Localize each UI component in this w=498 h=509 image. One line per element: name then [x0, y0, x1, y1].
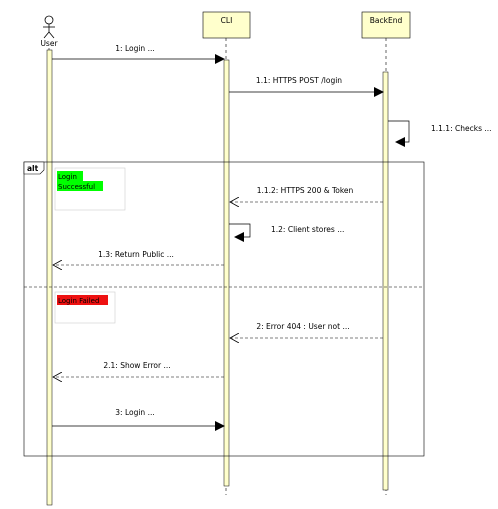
user-actor-icon[interactable]: [43, 15, 55, 39]
message-1-1-2-label: 1.1.2: HTTPS 200 & Token: [257, 186, 354, 195]
message-1-1-1-label: 1.1.1: Checks ...: [431, 124, 492, 133]
message-1-label: 1: Login ...: [115, 44, 154, 53]
note-success-text-2: Successful: [58, 183, 95, 191]
alt-fragment[interactable]: [23, 161, 425, 457]
backend-participant-label: BackEnd: [370, 16, 403, 25]
message-1-2-arrow[interactable]: [229, 223, 251, 242]
message-1-1-label: 1.1: HTTPS POST /login: [256, 76, 342, 85]
message-1-2-label: 1.2: Client stores ...: [271, 225, 344, 234]
note-failed-text: Login Failed: [58, 297, 99, 305]
message-2-label: 2: Error 404 : User not ...: [256, 322, 349, 331]
backend-participant-box[interactable]: [361, 11, 411, 39]
message-1-1-1-arrow[interactable]: [388, 120, 410, 147]
alt-operator-label: alt: [27, 164, 39, 173]
message-2-1-label: 2.1: Show Error ...: [103, 361, 170, 370]
cli-activation-bar[interactable]: [223, 59, 230, 487]
backend-activation-bar[interactable]: [382, 71, 389, 491]
note-failed-highlight: [57, 295, 108, 305]
note-success-highlight-2: [57, 181, 103, 191]
cli-participant-label: CLI: [221, 16, 233, 25]
note-success-highlight-1: [57, 171, 83, 181]
message-3-label: 3: Login ...: [115, 408, 154, 417]
note-success-text-1: Login: [58, 173, 77, 181]
user-actor-label: User: [40, 39, 58, 48]
cli-participant-box[interactable]: [202, 11, 251, 39]
user-activation-bar[interactable]: [46, 49, 53, 506]
alt-fragment-tab: [23, 161, 45, 175]
message-1-3-label: 1.3: Return Public ...: [98, 250, 174, 259]
